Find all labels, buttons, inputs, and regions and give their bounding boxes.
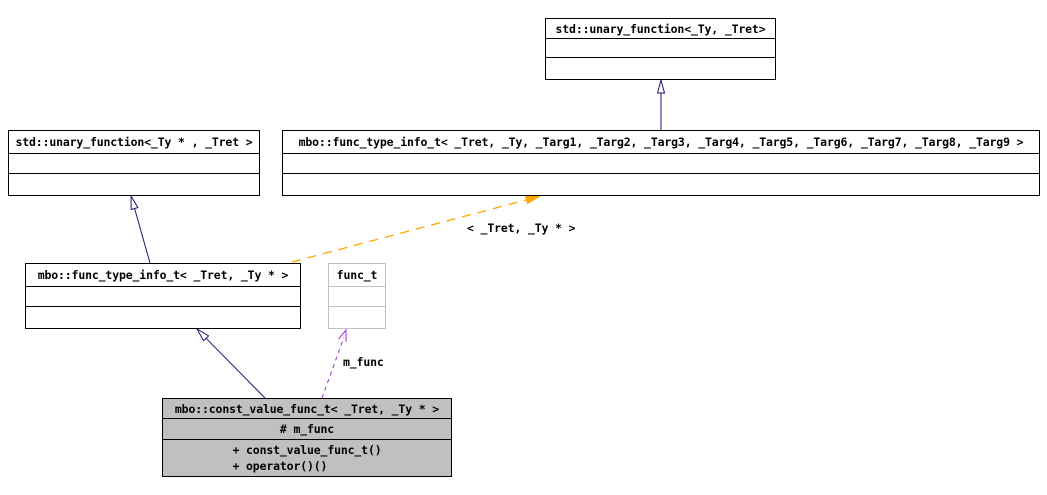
template-args-edge-label: < _Tret, _Ty * >: [467, 221, 576, 235]
empty-compartment: [546, 58, 775, 79]
empty-compartment: [546, 39, 775, 58]
class-title: mbo::const_value_func_t< _Tret, _Ty * >: [163, 399, 451, 419]
class-box-std-unary-function-typtr-tret[interactable]: std::unary_function<_Ty * , _Tret >: [8, 130, 260, 196]
class-box-mbo-func-type-info-t-full[interactable]: mbo::func_type_info_t< _Tret, _Ty, _Targ…: [282, 130, 1040, 196]
method-item: + operator()(): [232, 459, 328, 473]
class-box-std-unary-function-ty-tret[interactable]: std::unary_function<_Ty, _Tret>: [545, 18, 776, 80]
empty-compartment: [283, 154, 1039, 174]
m-func-edge-label: m_func: [343, 355, 384, 369]
attributes-compartment: # m_func: [163, 419, 451, 440]
class-title: func_t: [329, 264, 385, 287]
inheritance-arrow-constvaluefunc-to-functypeinfoptr: [195, 327, 266, 399]
method-item: + const_value_func_t(): [232, 443, 382, 457]
class-title: std::unary_function<_Ty, _Tret>: [546, 19, 775, 39]
class-box-func-t: func_t: [328, 263, 386, 329]
inheritance-arrow-functypeinfo-to-unaryfunction: [656, 78, 666, 130]
empty-compartment: [329, 287, 385, 307]
class-title: std::unary_function<_Ty * , _Tret >: [9, 131, 259, 154]
empty-compartment: [283, 174, 1039, 195]
class-title: mbo::func_type_info_t< _Tret, _Ty * >: [26, 264, 300, 287]
empty-compartment: [26, 287, 300, 307]
empty-compartment: [26, 307, 300, 328]
class-box-mbo-func-type-info-t-ptr[interactable]: mbo::func_type_info_t< _Tret, _Ty * >: [25, 263, 301, 329]
empty-compartment: [9, 154, 259, 174]
class-title: mbo::func_type_info_t< _Tret, _Ty, _Targ…: [283, 131, 1039, 154]
class-box-mbo-const-value-func-t: mbo::const_value_func_t< _Tret, _Ty * > …: [162, 398, 452, 477]
empty-compartment: [329, 307, 385, 328]
methods-compartment: + const_value_func_t() + operator()(): [163, 440, 451, 476]
empty-compartment: [9, 174, 259, 195]
inheritance-arrow-functypeinfoptr-to-unaryfunctionptr: [130, 194, 151, 264]
